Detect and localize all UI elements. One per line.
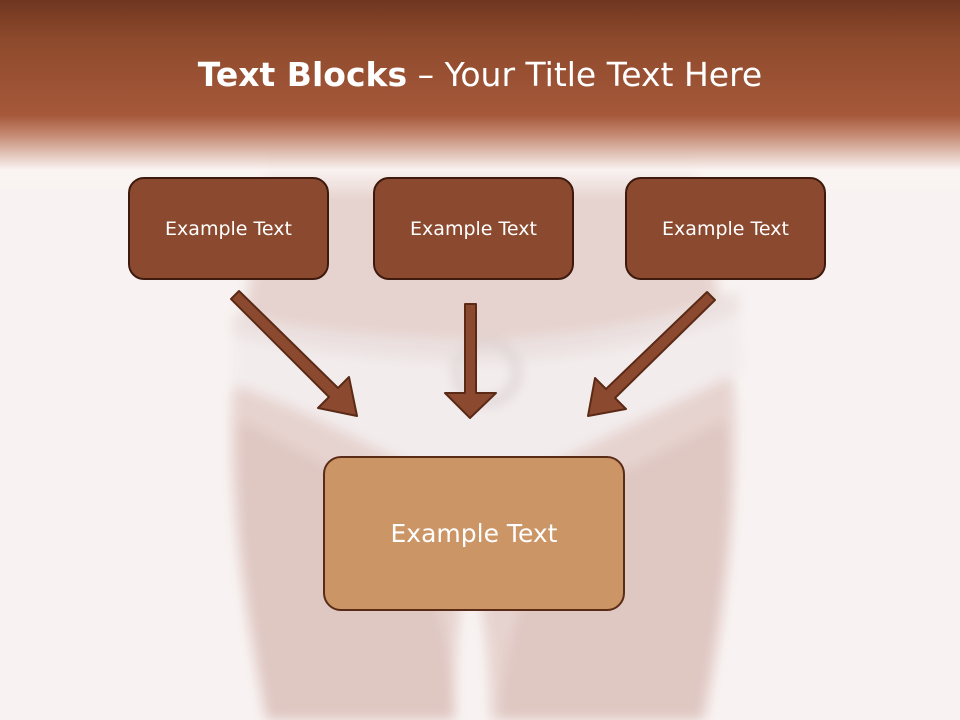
arrow-left <box>230 290 358 417</box>
arrow-right <box>587 291 716 417</box>
text-box-right-label: Example Text <box>662 217 789 240</box>
text-box-right[interactable]: Example Text <box>625 177 826 280</box>
slide-title: Text Blocks – Your Title Text Here <box>0 52 960 98</box>
text-box-center-label: Example Text <box>410 217 537 240</box>
text-box-left[interactable]: Example Text <box>128 177 329 280</box>
target-box[interactable]: Example Text <box>323 456 625 611</box>
text-box-center[interactable]: Example Text <box>373 177 574 280</box>
title-bold: Text Blocks <box>197 55 408 94</box>
text-box-left-label: Example Text <box>165 217 292 240</box>
title-dash: – <box>407 55 445 94</box>
arrow-center <box>444 303 497 419</box>
title-bar: Text Blocks – Your Title Text Here <box>0 0 960 200</box>
target-box-label: Example Text <box>390 519 558 548</box>
title-rest: Your Title Text Here <box>444 55 763 94</box>
